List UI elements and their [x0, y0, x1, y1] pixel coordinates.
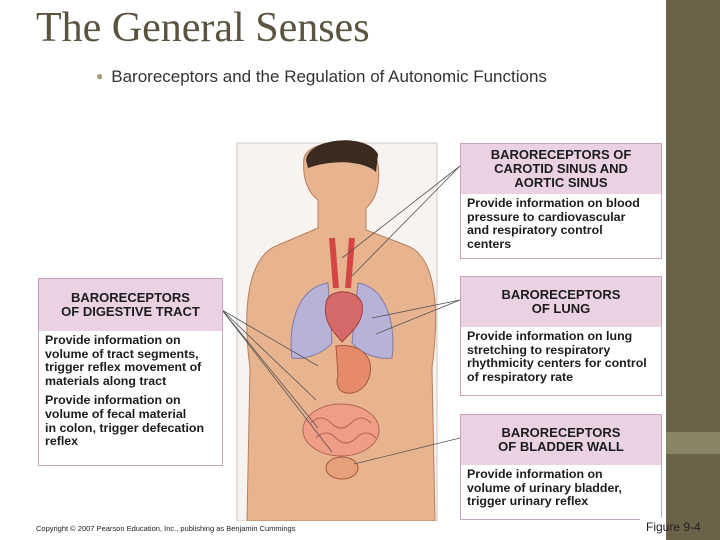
lung-box: BARORECEPTORS OF LUNG Provide informatio… [460, 276, 662, 396]
lung-text: Provide information on lung stretching t… [467, 330, 655, 384]
carotid-sinus-heading: BARORECEPTORS OF CAROTID SINUS AND AORTI… [461, 144, 661, 194]
sidebar-accent [666, 432, 720, 454]
digestive-tract-box: BARORECEPTORS OF DIGESTIVE TRACT Provide… [38, 278, 223, 466]
bladder-wall-heading: BARORECEPTORS OF BLADDER WALL [461, 415, 661, 465]
digestive-tract-heading: BARORECEPTORS OF DIGESTIVE TRACT [39, 279, 222, 331]
intestines [303, 404, 379, 456]
carotid-sinus-body: Provide information on blood pressure to… [461, 194, 661, 260]
bladder-wall-body: Provide information on volume of urinary… [461, 465, 661, 518]
slide-title: The General Senses [36, 4, 370, 52]
digestive-tract-body: Provide information on volume of tract s… [39, 331, 222, 458]
copyright-notice: Copyright © 2007 Pearson Education, Inc.… [36, 524, 295, 533]
bladder [326, 457, 358, 479]
digestive-tract-text-1: Provide information on volume of tract s… [45, 334, 216, 388]
figure-label: Figure 9-4 [646, 520, 701, 534]
carotid-sinus-box: BARORECEPTORS OF CAROTID SINUS AND AORTI… [460, 143, 662, 259]
slide-subtitle: ● Baroreceptors and the Regulation of Aut… [96, 67, 547, 87]
bullet-icon: ● [96, 69, 103, 83]
bladder-wall-box: BARORECEPTORS OF BLADDER WALL Provide in… [460, 414, 662, 520]
sidebar-bar [666, 0, 720, 540]
lung-body: Provide information on lung stretching t… [461, 327, 661, 393]
anatomy-figure: BARORECEPTORS OF DIGESTIVE TRACT Provide… [36, 138, 662, 521]
bladder-wall-text: Provide information on volume of urinary… [467, 468, 655, 509]
lung-heading: BARORECEPTORS OF LUNG [461, 277, 661, 327]
digestive-tract-text-2: Provide information on volume of fecal m… [45, 394, 216, 448]
carotid-sinus-text: Provide information on blood pressure to… [467, 197, 655, 251]
subtitle-text: Baroreceptors and the Regulation of Auto… [111, 67, 547, 86]
